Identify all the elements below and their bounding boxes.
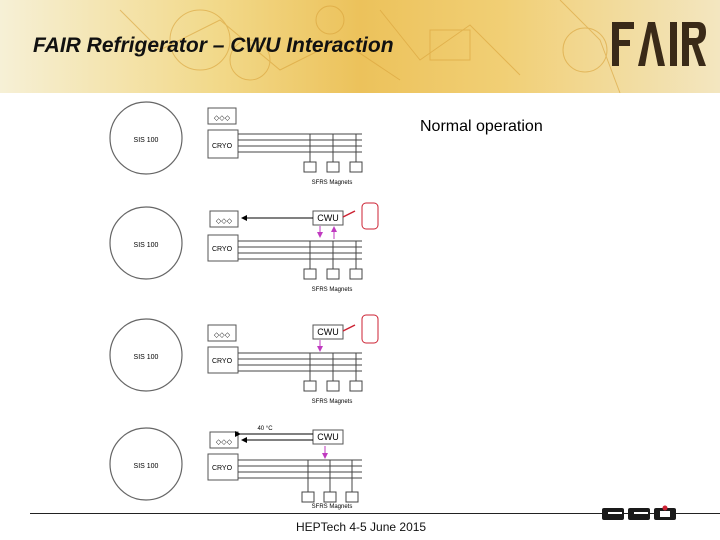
svg-text:◇◇◇: ◇◇◇ (216, 439, 233, 446)
svg-text:◇◇◇: ◇◇◇ (214, 115, 231, 122)
normal-operation-label: Normal operation (420, 118, 543, 135)
cryo-box (207, 129, 239, 159)
fair-logo (612, 22, 706, 66)
svg-text:◇◇◇: ◇◇◇ (214, 332, 231, 339)
diagram-1: SIS 100 ◇◇◇ CRYO SFRS Magnets (109, 101, 363, 186)
cwu-label: CWU (317, 213, 339, 223)
refrigerator-diagram: SIS 100 ◇◇◇ CRYO SFRS Magnets SIS 100 ◇◇… (109, 101, 379, 510)
gsi-logo (602, 505, 676, 520)
svg-text:SFRS Magnets: SFRS Magnets (312, 287, 353, 293)
temperature-label: 40 °C (257, 426, 273, 432)
sis100-ring (109, 101, 183, 175)
banner-decoration (119, 0, 621, 93)
svg-text:CRYO: CRYO (212, 358, 233, 365)
buffer-tank (361, 202, 379, 230)
svg-text:SFRS Magnets: SFRS Magnets (312, 504, 353, 510)
svg-text:SIS 100: SIS 100 (134, 463, 159, 470)
cryo-label: CRYO (212, 143, 233, 150)
valve-box (207, 107, 237, 125)
ring-label: SIS 100 (134, 137, 159, 144)
svg-text:CWU: CWU (317, 432, 339, 442)
svg-text:SFRS Magnets: SFRS Magnets (312, 399, 353, 405)
footer-divider (30, 513, 720, 514)
magnets-label: SFRS Magnets (312, 180, 353, 186)
svg-text:CRYO: CRYO (212, 246, 233, 253)
svg-text:◇◇◇: ◇◇◇ (216, 218, 233, 225)
footer-text: HEPTech 4-5 June 2015 (296, 520, 427, 534)
diagram-3: SIS 100 ◇◇◇ CRYO CWU SFRS Magnets (109, 314, 379, 405)
diagram-4: SIS 100 40 °C ◇◇◇ CRYO CWU SFRS Magnets (109, 426, 362, 510)
diagram-2: SIS 100 ◇◇◇ CRYO CWU SFRS Magnets (109, 202, 379, 293)
slide-title: FAIR Refrigerator – CWU Interaction (33, 34, 394, 57)
svg-text:CWU: CWU (317, 327, 339, 337)
svg-text:CRYO: CRYO (212, 465, 233, 472)
svg-text:SIS 100: SIS 100 (134, 354, 159, 361)
svg-text:SIS 100: SIS 100 (134, 242, 159, 249)
header-banner: FAIR Refrigerator – CWU Interaction (0, 0, 720, 93)
